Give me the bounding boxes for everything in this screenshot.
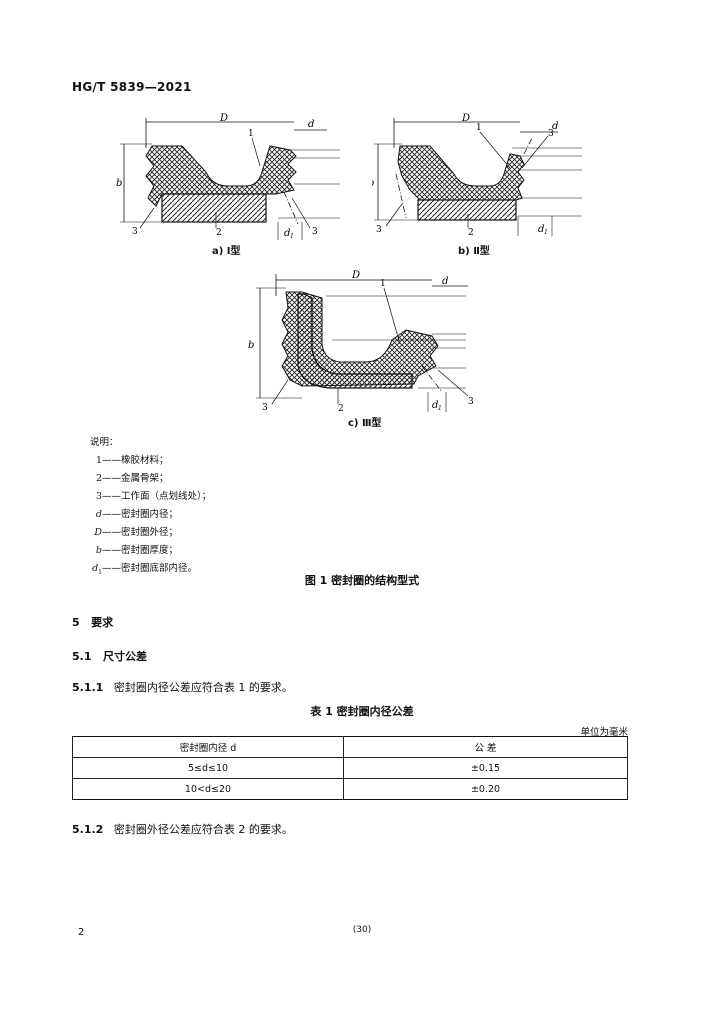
legend-item: 3——工作面（点划线处）； xyxy=(95,491,212,502)
legend-item: d1——密封圈底部内径。 xyxy=(92,563,198,576)
table-row: 5≤d≤10 ±0.15 xyxy=(72,757,628,779)
table-1-unit: 单位为毫米 xyxy=(580,727,628,738)
page-mark: (30) xyxy=(352,925,372,935)
table-1-title: 表 1 密封圈内径公差 xyxy=(310,705,414,718)
svg-text:1: 1 xyxy=(290,233,294,240)
callout-1: 1 xyxy=(476,123,482,133)
callout-1: 1 xyxy=(248,129,254,139)
legend-item: D——密封圈外径； xyxy=(94,527,179,538)
callout-3: 3 xyxy=(262,403,268,413)
table-cell: ±0.15 xyxy=(343,757,628,779)
callout-3: 3 xyxy=(376,225,382,235)
column-header: 密封圈内径 d xyxy=(72,736,344,758)
column-header: 公 差 xyxy=(343,736,628,758)
table-cell: ±0.20 xyxy=(343,778,628,800)
dim-label-d1: d xyxy=(432,400,438,411)
callout-3: 3 xyxy=(548,129,554,139)
dim-label-b: b xyxy=(248,340,254,351)
callout-3: 3 xyxy=(468,397,474,407)
seal-figure-type-i: D d b d 1 1 2 3 3 xyxy=(116,113,340,240)
svg-text:1: 1 xyxy=(438,405,442,412)
section-5-heading: 5 要求 xyxy=(72,616,114,629)
dim-label-d1: d xyxy=(538,224,544,235)
legend-item: d——密封圈内径； xyxy=(95,509,179,520)
dim-label-d: d xyxy=(552,121,558,132)
seal-figure-type-iii: D d b d 1 1 2 3 3 xyxy=(248,270,474,414)
legend-item: 2——金属骨架； xyxy=(95,473,169,484)
clause-5-1-2: 5.1.2 密封圈外径公差应符合表 2 的要求。 xyxy=(72,823,293,836)
dim-label-D: D xyxy=(461,113,470,124)
callout-2: 2 xyxy=(216,228,222,238)
table-cell: 5≤d≤10 xyxy=(72,757,344,779)
legend-item: 1——橡胶材料； xyxy=(95,455,169,466)
svg-text:1: 1 xyxy=(544,229,548,236)
subcaption-c: c) Ⅲ型 xyxy=(348,418,382,429)
dim-label-d: d xyxy=(308,119,314,130)
table-row: 10<d≤20 ±0.20 xyxy=(72,778,628,800)
dim-label-d1: d xyxy=(284,228,290,239)
subcaption-a: a) Ⅰ型 xyxy=(212,246,241,257)
callout-1: 1 xyxy=(380,279,386,289)
dim-label-b: b xyxy=(116,178,122,189)
seal-figure-type-ii: D d b d 1 1 2 3 3 xyxy=(372,113,582,238)
figure-caption: 图 1 密封圈的结构型式 xyxy=(304,574,420,587)
legend-item: b——密封圈厚度； xyxy=(95,545,179,556)
callout-2: 2 xyxy=(338,404,344,414)
section-5-1-heading: 5.1 尺寸公差 xyxy=(72,650,147,663)
callout-2: 2 xyxy=(468,228,474,238)
table-1: 密封圈内径 d 公 差 5≤d≤10 ±0.15 10<d≤20 ±0.20 xyxy=(72,736,628,800)
dim-label-D: D xyxy=(219,113,228,124)
standard-number: HG/T 5839—2021 xyxy=(72,80,192,94)
callout-3: 3 xyxy=(312,227,318,237)
legend-title: 说明： xyxy=(90,437,119,448)
dim-label-d: d xyxy=(442,276,448,287)
clause-5-1-1: 5.1.1 密封圈内径公差应符合表 1 的要求。 xyxy=(72,681,293,694)
table-header-row: 密封圈内径 d 公 差 xyxy=(72,736,628,758)
callout-3: 3 xyxy=(132,227,138,237)
subcaption-b: b) Ⅱ型 xyxy=(458,246,490,257)
dim-label-D: D xyxy=(351,270,360,281)
page-number: 2 xyxy=(78,927,85,938)
dim-label-b: b xyxy=(372,178,374,189)
table-cell: 10<d≤20 xyxy=(72,778,344,800)
